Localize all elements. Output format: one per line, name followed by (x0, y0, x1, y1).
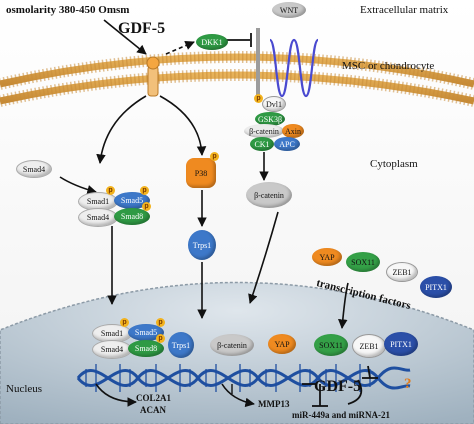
sox11-protein: SOX11 (346, 252, 380, 272)
cell-type-label: MSC or chondrocyte (342, 60, 435, 72)
cell-membrane (0, 51, 474, 107)
smad4-protein: Smad4 (78, 208, 118, 227)
nuclear-trps1-protein: Trps1 (168, 332, 194, 358)
smad8-protein: Smad8 (114, 208, 150, 225)
zeb1-protein: ZEB1 (386, 262, 418, 282)
gene-col2a1: COL2A1 (136, 393, 172, 403)
phosphate-badge: p (106, 186, 115, 195)
nuclear-beta-catenin-protein: β-catenin (210, 334, 254, 356)
smad4-free-protein: Smad4 (16, 160, 52, 178)
question-mark: ? (404, 376, 412, 392)
gene-gdf5: GDF-5 (314, 378, 362, 395)
gsk3b-protein: GSK3β (255, 112, 285, 126)
phosphate-badge: p (156, 318, 165, 327)
trps1-protein: Trps1 (188, 230, 216, 260)
nuclear-sox11-protein: SOX11 (314, 334, 348, 356)
extracellular-matrix-label: Extracellular matrix (360, 4, 449, 16)
gdf5-receptor (146, 56, 160, 97)
nuclear-yap-protein: YAP (268, 334, 296, 354)
dvl1-protein: Dvl1 (262, 96, 286, 112)
phosphate-badge: p (156, 334, 165, 343)
mirna-label: miR-449a and miRNA-21 (292, 410, 390, 420)
axin-protein: Axin (282, 124, 304, 138)
nuclear-smad4-protein: Smad4 (92, 340, 132, 359)
dna-helix (76, 364, 411, 392)
wnt-protein: WNT (272, 2, 306, 18)
p38-protein: P38 (186, 158, 216, 188)
phosphate-badge: p (254, 94, 263, 103)
phosphate-badge: p (142, 202, 151, 211)
smad5-protein: Smad5 (114, 192, 150, 209)
nuclear-pitx1-protein: PITX1 (384, 332, 418, 356)
beta-catenin-complex-protein: β-catenin (244, 124, 284, 138)
phosphate-badge: p (140, 186, 149, 195)
nuclear-smad5-protein: Smad5 (128, 324, 164, 341)
gdf5-ligand-label: GDF-5 (118, 20, 166, 37)
nucleus-label: Nucleus (6, 383, 43, 395)
nuclear-smad8-protein: Smad8 (128, 340, 164, 357)
pitx1-protein: PITX1 (420, 276, 452, 298)
osmolarity-label: osmolarity 380-450 Omsm (6, 4, 130, 16)
apc-protein: APC (274, 137, 300, 151)
phosphate-badge: p (120, 318, 129, 327)
phosphate-badge: p (210, 152, 219, 161)
signaling-arrows (59, 19, 349, 408)
ck1-protein: CK1 (250, 137, 274, 151)
gene-mmp13: MMP13 (258, 399, 290, 409)
beta-catenin-protein: β-catenin (246, 182, 292, 208)
dkk1-protein: DKK1 (196, 34, 228, 50)
nuclear-zeb1-protein: ZEB1 (352, 334, 386, 358)
frizzled-receptor (256, 28, 320, 102)
yap-protein: YAP (312, 248, 342, 266)
inhibition-lines (226, 33, 378, 407)
gene-acan: ACAN (140, 405, 166, 415)
cytoplasm-label: Cytoplasm (370, 158, 418, 170)
